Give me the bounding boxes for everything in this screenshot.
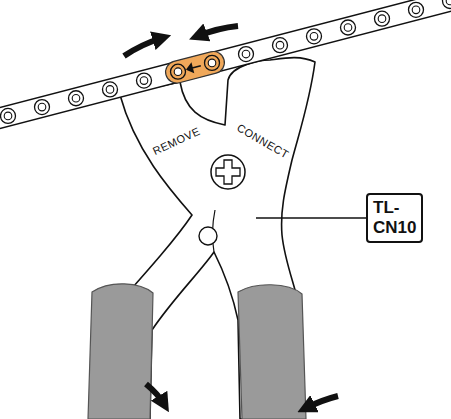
- chain-roller: [273, 38, 288, 53]
- motion-arrow: [198, 26, 238, 36]
- chain-roller: [69, 91, 84, 106]
- pivot-screw: [211, 155, 245, 189]
- part-number: TL- CN10: [373, 198, 416, 239]
- chain-roller: [375, 11, 390, 26]
- chain-roller: [35, 100, 50, 115]
- screw-cross: [216, 160, 240, 184]
- motion-arrow: [306, 396, 338, 408]
- leader-line: [256, 217, 366, 218]
- left-grip: [88, 284, 153, 419]
- chain-plates: [0, 0, 451, 121]
- master-link: [163, 49, 227, 85]
- motion-arrow: [146, 384, 164, 404]
- chain-roller: [205, 55, 220, 70]
- chain-roller: [1, 108, 16, 123]
- chain-roller: [409, 2, 424, 17]
- right-grip: [238, 285, 306, 419]
- chain-roller: [171, 64, 186, 79]
- callout-box: TL- CN10: [366, 193, 423, 244]
- spring-hole: [199, 227, 217, 245]
- chain-roller: [307, 29, 322, 44]
- chain-plates: [0, 0, 451, 121]
- chain-roller: [239, 47, 254, 62]
- chain-roller: [341, 20, 356, 35]
- chain-roller: [137, 73, 152, 88]
- motion-arrow: [124, 38, 162, 56]
- bicycle-chain: [0, 0, 451, 123]
- chain-roller: [103, 82, 118, 97]
- chain-roller: [443, 0, 451, 9]
